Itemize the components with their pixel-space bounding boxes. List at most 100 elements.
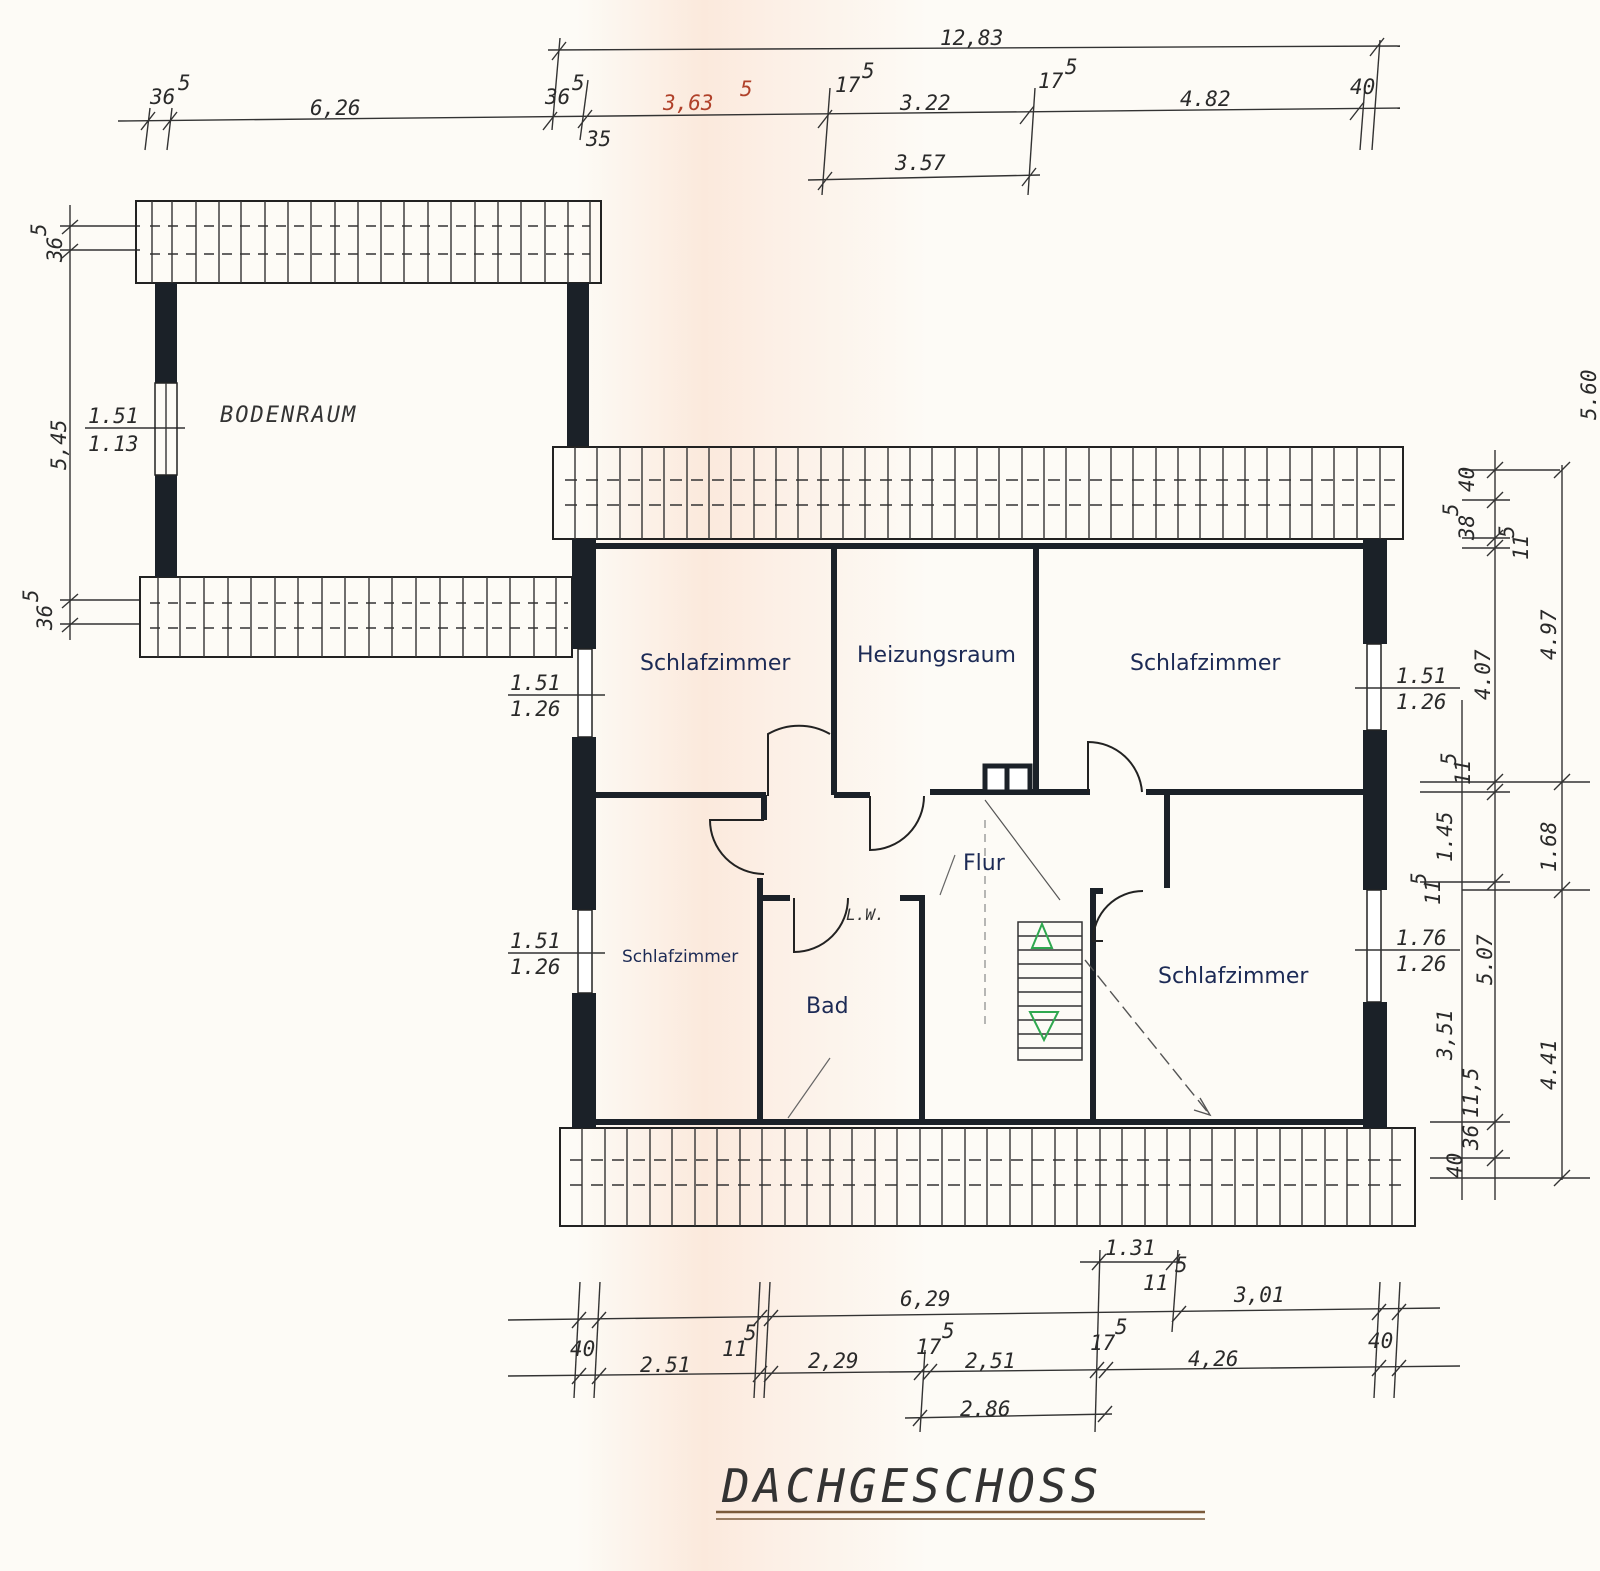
dim-left-wall-top-sup: 5 <box>27 223 51 236</box>
room-label-schlafzimmer-nw: Schlafzimmer <box>640 651 791 676</box>
dim-right-497: 4.97 <box>1537 609 1561 660</box>
dim-heizung-width: 3.22 <box>899 91 951 115</box>
window-sw-width: 1.51 <box>510 929 561 953</box>
dim-bottom-175-a: 17 <box>916 1335 942 1359</box>
dim-bodenraum-depth: 5,45 <box>47 419 71 470</box>
staircase <box>787 799 1212 1119</box>
title-dachgeschoss: DACHGESCHOSS <box>721 1459 1102 1513</box>
dim-right-115-b: 11 <box>1451 760 1475 785</box>
dim-wall-mid: 36 <box>544 85 570 109</box>
wall-west-1 <box>572 539 596 649</box>
window-west-nw <box>577 648 593 738</box>
dim-175-b-sup: 5 <box>1065 55 1078 79</box>
main-walls <box>572 539 1387 1128</box>
room-label-flur: Flur <box>963 851 1006 876</box>
roof-hatch-top-left <box>150 201 591 283</box>
bottom-dimensions: 1.31 11 5 6,29 3,01 40 2.51 11 5 2,29 17… <box>507 1236 1461 1433</box>
dim-far-right: 5.60 <box>1577 369 1600 420</box>
wall-bodenraum-left-lower <box>155 475 177 577</box>
dim-wall-mid-sup: 5 <box>572 71 585 95</box>
dim-175-a: 17 <box>835 73 861 97</box>
dim-right-115-b-sup: 5 <box>1437 752 1461 765</box>
wall-bodenraum-left-upper <box>155 283 177 383</box>
dim-bottom-175-b-sup: 5 <box>1115 1315 1128 1339</box>
window-ne-height: 1.26 <box>1396 690 1447 714</box>
dim-right-40-top: 40 <box>1455 467 1479 492</box>
room-label-schlafzimmer-sw: Schlafzimmer <box>622 947 738 967</box>
dim-right-115-c-sup: 5 <box>1407 872 1431 885</box>
dim-right-115-d: 11,5 <box>1459 1067 1483 1118</box>
window-ne-width: 1.51 <box>1396 664 1447 688</box>
dim-bottom-115-a: 11 <box>1143 1271 1168 1295</box>
label-lw: L.W. <box>846 905 885 924</box>
dim-left-wall-bot-sup: 5 <box>19 589 43 602</box>
dim-357: 3.57 <box>894 151 946 175</box>
window-se-width: 1.76 <box>1396 926 1447 950</box>
dim-right-115-c: 11 <box>1421 880 1445 905</box>
dim-175-b: 17 <box>1038 69 1064 93</box>
top-dimensions: 12,83 36 5 6,26 36 5 35 3,63 5 17 5 3.22… <box>117 26 1401 196</box>
main-roof-bands <box>552 446 1416 1227</box>
plan-title: DACHGESCHOSS <box>716 1459 1205 1520</box>
window-nw-width: 1.51 <box>510 671 561 695</box>
dim-175-a-sup: 5 <box>862 59 875 83</box>
dim-40-top: 40 <box>1350 75 1375 99</box>
roof-band-top-left <box>135 200 602 284</box>
dim-right-507: 5.07 <box>1473 934 1497 985</box>
room-label-schlafzimmer-ne: Schlafzimmer <box>1130 651 1281 676</box>
dim-bottom-229: 2,29 <box>808 1349 859 1373</box>
dim-left-wall-bot: 36 <box>33 605 57 631</box>
dim-room-nw-width-sup: 5 <box>740 77 753 101</box>
dim-wall-left-sup: 5 <box>178 71 191 95</box>
dim-right-441: 4.41 <box>1537 1039 1561 1090</box>
dim-bottom-131: 1.31 <box>1105 1236 1156 1260</box>
room-label-bodenraum: BODENRAUM <box>220 403 357 428</box>
window-nw-height: 1.26 <box>510 697 561 721</box>
window-se-height: 1.26 <box>1396 952 1447 976</box>
wall-east-2 <box>1363 730 1387 890</box>
dim-room-ne-width: 4.82 <box>1180 87 1231 111</box>
dim-bottom-115-b-sup: 5 <box>744 1321 757 1345</box>
left-dimensions: 36 5 5,45 36 5 1.51 1.13 <box>19 205 185 640</box>
window-east-se <box>1366 889 1382 1003</box>
dim-right-351: 3,51 <box>1433 1009 1457 1061</box>
dim-room-nw-width: 3,63 <box>662 91 714 115</box>
bodenraum-wing: BODENRAUM <box>135 200 602 658</box>
room-label-heizungsraum: Heizungsraum <box>857 643 1016 668</box>
door-sw-room <box>708 819 765 875</box>
dim-bottom-115-b: 11 <box>722 1337 747 1361</box>
door-ne-room <box>1087 740 1143 793</box>
dim-bottom-40-left: 40 <box>570 1337 595 1361</box>
window-east-ne <box>1366 643 1382 731</box>
roof-band-north <box>552 446 1404 540</box>
dim-total-width: 12,83 <box>940 26 1003 50</box>
dim-right-115-a-sup: 5 <box>1495 525 1519 538</box>
roof-hatch-north <box>565 447 1395 539</box>
dim-right-385: 38 <box>1455 515 1479 541</box>
window-bodenraum-height: 1.13 <box>88 432 139 456</box>
dim-right-40-bot: 40 <box>1443 1153 1467 1178</box>
dim-bodenraum-width: 6,26 <box>310 96 361 120</box>
stair-down-icon <box>1028 1011 1060 1043</box>
room-label-schlafzimmer-se: Schlafzimmer <box>1158 964 1309 989</box>
door-nw-room <box>767 724 831 796</box>
dim-bottom-175-b: 17 <box>1090 1331 1116 1355</box>
dim-right-115-a: 11 <box>1509 535 1533 560</box>
window-dimensions: 1.51 1.26 1.51 1.26 1.51 1.26 1.76 1.26 <box>508 664 1460 979</box>
roof-hatch-south <box>570 1128 1408 1226</box>
room-label-bad: Bad <box>806 994 849 1019</box>
dim-bottom-301: 3,01 <box>1233 1283 1285 1307</box>
dim-bottom-629: 6,29 <box>900 1287 951 1311</box>
door-swings <box>708 724 1144 954</box>
wall-bodenraum-right <box>567 283 589 448</box>
dim-bottom-426: 4,26 <box>1188 1347 1239 1371</box>
wall-east-3 <box>1363 1002 1387 1128</box>
stair-up-icon <box>1030 921 1054 949</box>
dim-right-407: 4.07 <box>1471 649 1495 700</box>
window-west-sw <box>577 909 593 994</box>
door-heizung <box>869 795 925 852</box>
dim-left-wall-top: 36 <box>43 237 67 263</box>
dim-bottom-115-a-sup: 5 <box>1175 1253 1188 1277</box>
dim-35: 35 <box>585 127 611 151</box>
